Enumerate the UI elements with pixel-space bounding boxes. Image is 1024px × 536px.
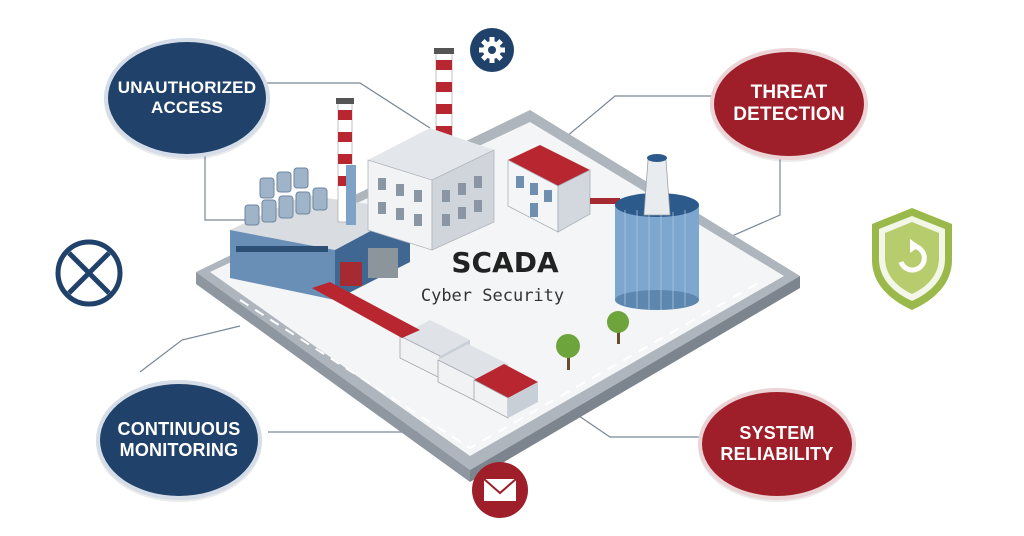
node-label-line1: UNAUTHORIZED xyxy=(117,77,257,97)
continuous-monitoring-node: CONTINUOUS MONITORING xyxy=(96,380,262,500)
envelope-icon xyxy=(472,462,528,518)
node-label-line2: RELIABILITY xyxy=(720,444,834,464)
center-subtitle: Cyber Security xyxy=(420,286,565,306)
close-circle-icon xyxy=(55,239,123,307)
chimney-right xyxy=(434,48,454,143)
unauthorized-access-node: UNAUTHORIZED ACCESS xyxy=(104,38,270,158)
shield-refresh-icon xyxy=(872,208,952,310)
conveyor xyxy=(312,282,420,338)
warehouse xyxy=(507,145,620,233)
node-label-line2: MONITORING xyxy=(119,440,239,460)
storage-tank xyxy=(615,154,699,310)
node-label-line2: ACCESS xyxy=(150,98,224,117)
container-units xyxy=(399,320,538,419)
node-label-line2: DETECTION xyxy=(733,104,845,125)
node-label-line1: SYSTEM xyxy=(739,422,815,443)
node-label-line1: CONTINUOUS xyxy=(117,418,241,439)
tree xyxy=(607,311,629,344)
threat-detection-node: THREAT DETECTION xyxy=(710,48,868,160)
tree xyxy=(556,334,580,370)
gear-icon xyxy=(470,28,514,72)
system-reliability-node: SYSTEM RELIABILITY xyxy=(698,388,856,500)
node-label-line1: THREAT xyxy=(750,81,828,103)
center-title: SCADA xyxy=(451,246,559,279)
office-building xyxy=(367,128,495,251)
pipe xyxy=(346,165,356,225)
